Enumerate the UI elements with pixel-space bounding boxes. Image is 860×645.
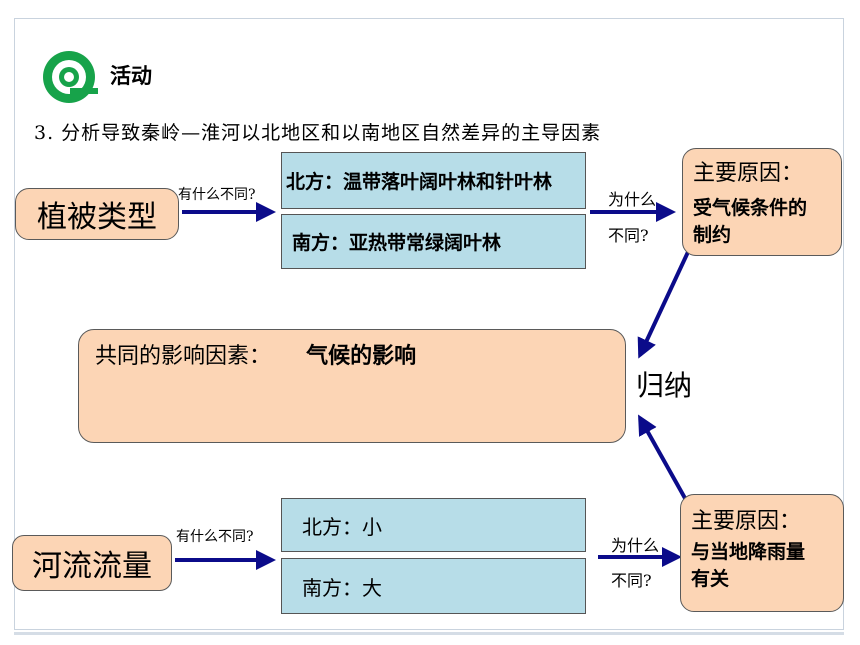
river-north-box: 北方：小 [281, 498, 586, 552]
vegetation-reason-title: 主要原因： [693, 161, 804, 186]
vegetation-reason-line1: 受气候条件的 [693, 197, 808, 219]
river-why-line2: 不同? [611, 571, 652, 590]
vegetation-reason-box: 主要原因： 受气候条件的 制约 [682, 148, 842, 256]
slide-frame-bottom [14, 632, 844, 635]
river-north-text: 北方：小 [302, 514, 382, 539]
river-south-box: 南方：大 [281, 558, 586, 614]
vegetation-north-box: 北方：温带落叶阔叶林和针叶林 [281, 152, 586, 209]
vegetation-south-text: 南方：亚热带常绿阔叶林 [292, 232, 502, 254]
vegetation-north-text: 北方：温带落叶阔叶林和针叶林 [286, 171, 553, 193]
vegetation-why-line2: 不同? [608, 226, 649, 245]
river-reason-title: 主要原因： [691, 509, 802, 534]
river-reason-box: 主要原因： 与当地降雨量 有关 [680, 494, 844, 612]
summarize-label: 归纳 [636, 369, 693, 402]
task-statement: 3. 分析导致秦岭—淮河以北地区和以南地区自然差异的主导因素 [34, 122, 602, 144]
activity-logo-icon [43, 51, 98, 103]
vegetation-question: 有什么不同? [178, 187, 256, 203]
activity-title: 活动 [110, 64, 152, 88]
river-why-line1: 为什么 [611, 536, 660, 555]
river-flow-label: 河流流量 [32, 549, 152, 584]
river-question: 有什么不同? [176, 529, 254, 545]
river-reason-line1: 与当地降雨量 [691, 541, 806, 563]
vegetation-reason-line2: 制约 [693, 224, 732, 246]
common-factor-label: 共同的影响因素： [95, 344, 272, 369]
river-flow-box: 河流流量 [12, 535, 172, 591]
arrow-reason-to-common [637, 251, 690, 359]
arrow-river-reason-to-common [638, 414, 688, 501]
common-factor-value: 气候的影响 [306, 344, 417, 369]
river-reason-line2: 有关 [691, 568, 730, 590]
vegetation-south-box: 南方：亚热带常绿阔叶林 [281, 214, 586, 269]
slide-frame [14, 18, 844, 630]
vegetation-type-box: 植被类型 [15, 188, 179, 240]
vegetation-why-line1: 为什么 [608, 190, 657, 209]
vegetation-type-label: 植被类型 [37, 200, 157, 235]
common-factor-box: 共同的影响因素： 气候的影响 [78, 329, 626, 443]
river-south-text: 南方：大 [302, 575, 382, 600]
